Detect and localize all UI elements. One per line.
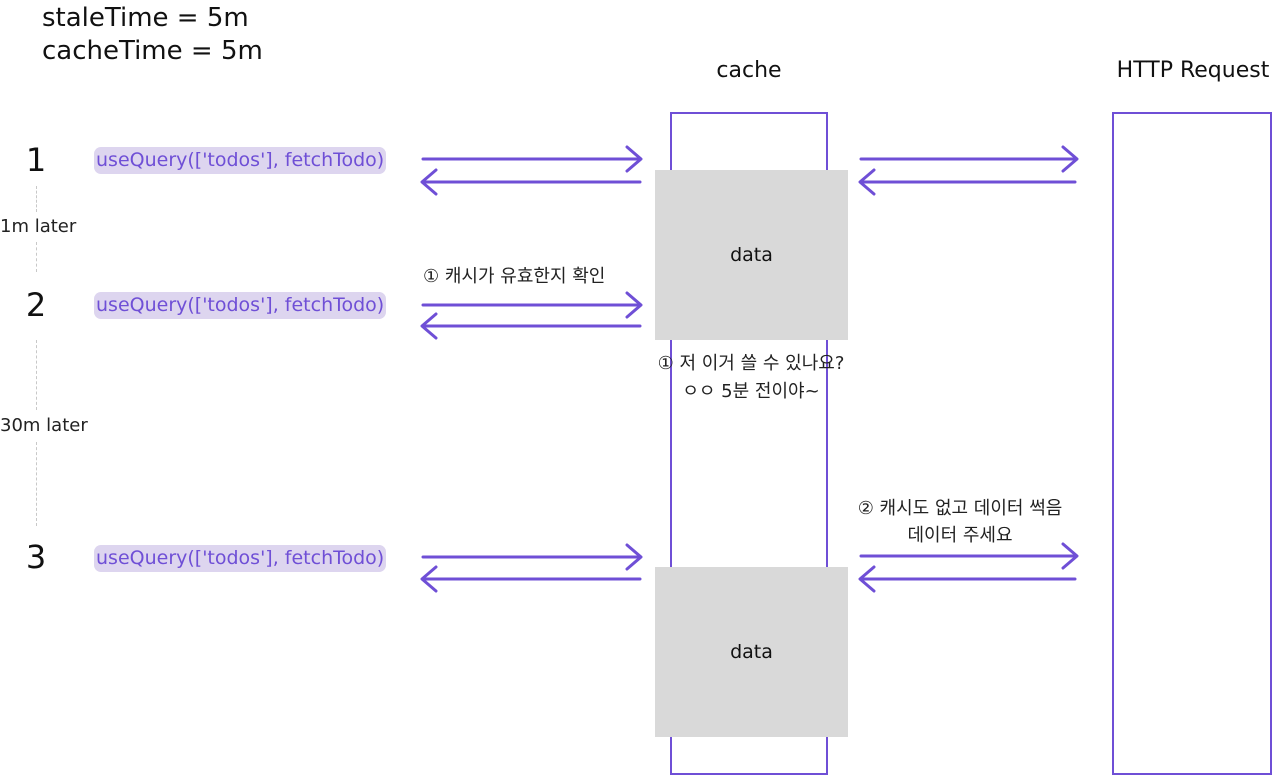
request-arrow-right (859, 542, 1079, 570)
request-arrow-right (421, 291, 643, 319)
request-arrow-right (421, 543, 643, 571)
data-block-label: data (730, 244, 773, 266)
cache-column-header: cache (716, 58, 782, 83)
http-request-column-header: HTTP Request (1116, 58, 1270, 83)
note-cache-reply-line-1: ① 저 이거 쓸 수 있나요? (657, 353, 845, 374)
use-query-call-2: useQuery(['todos'], fetchTodo) (94, 292, 387, 319)
response-arrow-left (420, 565, 642, 593)
response-arrow-left (858, 168, 1077, 196)
timeline-connector (36, 442, 37, 526)
request-arrow-right (421, 145, 643, 173)
interval-label-30m: 30m later (0, 415, 88, 436)
timeline-connector (36, 186, 37, 212)
timeline-connector (36, 340, 37, 410)
step-number-1: 1 (25, 141, 47, 179)
note-check-cache: ① 캐시가 유효한지 확인 (423, 266, 606, 287)
interval-label-1m: 1m later (0, 216, 77, 237)
response-arrow-left (420, 168, 642, 196)
http-request-column (1112, 112, 1272, 775)
response-arrow-left (858, 565, 1077, 593)
timeline-connector (36, 242, 37, 272)
cache-time-label: cacheTime = 5m (42, 36, 263, 66)
request-arrow-right (859, 145, 1079, 173)
stale-time-label: staleTime = 5m (42, 3, 249, 33)
data-block-label: data (730, 641, 773, 663)
cache-data-block-top: data (655, 170, 848, 340)
step-number-3: 3 (25, 538, 47, 576)
cache-column (670, 112, 828, 775)
response-arrow-left (420, 312, 642, 340)
step-number-2: 2 (25, 286, 47, 324)
note-fetch-line-2: 데이터 주세요 (907, 525, 1013, 546)
use-query-call-3: useQuery(['todos'], fetchTodo) (94, 545, 387, 572)
use-query-call-1: useQuery(['todos'], fetchTodo) (94, 147, 387, 174)
note-cache-reply-line-2: ㅇㅇ 5분 전이야~ (682, 381, 820, 402)
note-fetch-line-1: ② 캐시도 없고 데이터 썩음 (857, 498, 1063, 519)
cache-data-block-bottom: data (655, 567, 848, 737)
